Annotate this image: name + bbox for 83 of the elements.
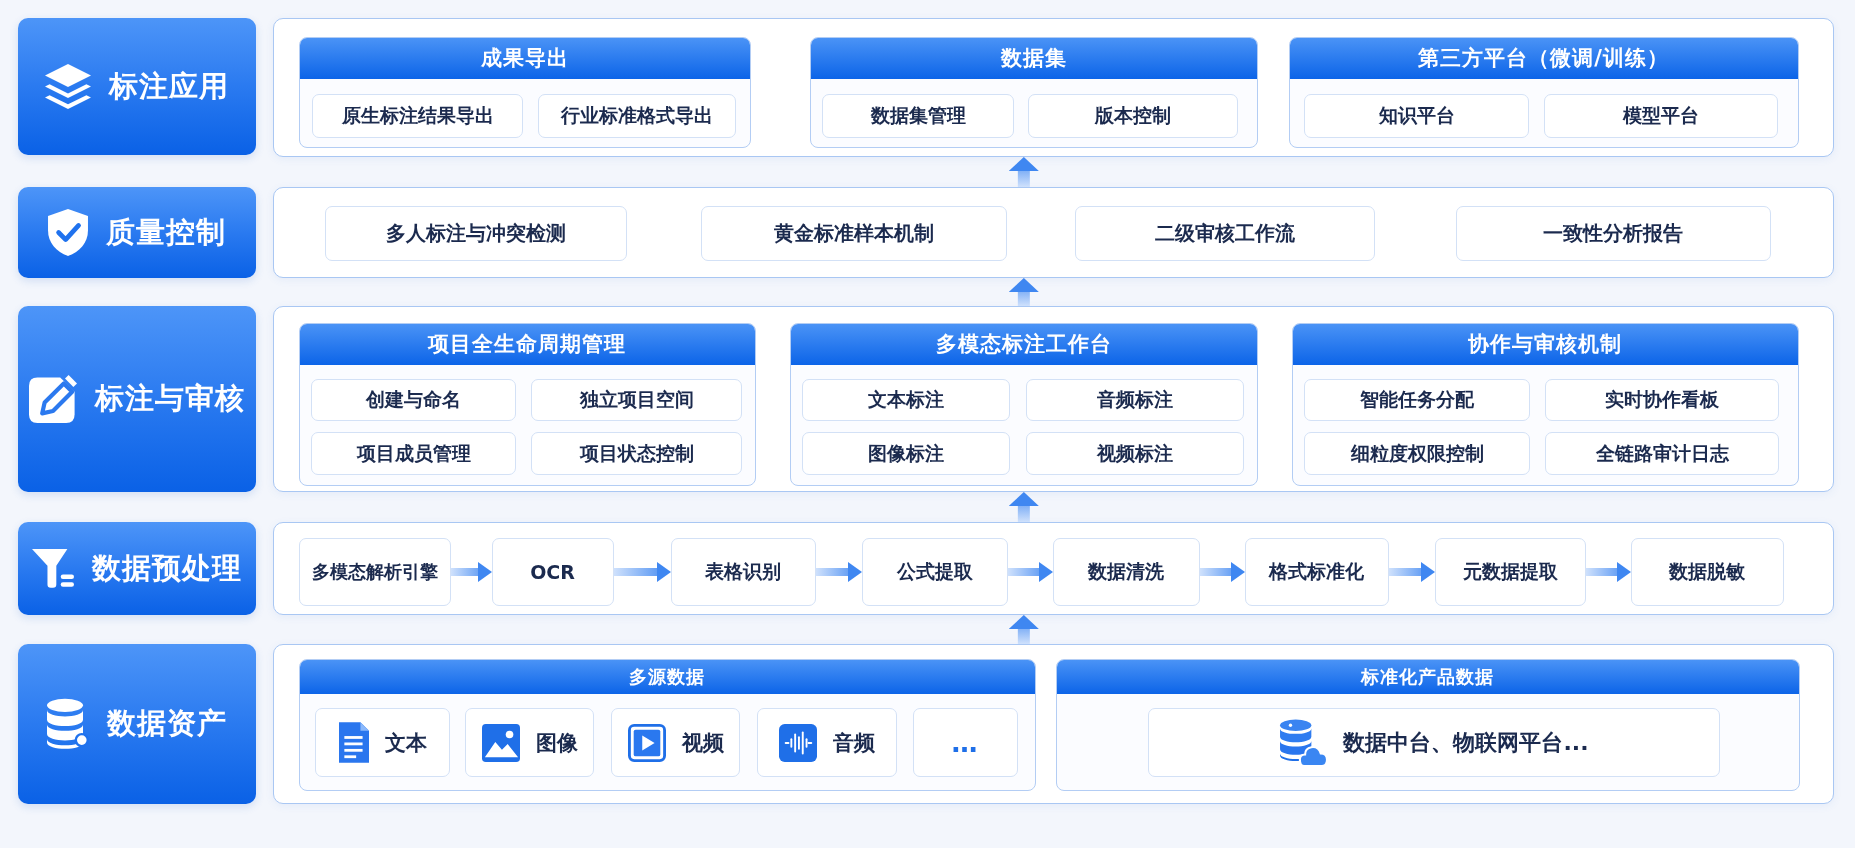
feature-card: 智能任务分配 (1304, 379, 1530, 421)
group-header: 成果导出 (299, 37, 750, 79)
group-panel (298, 36, 751, 148)
feature-card: 全链路审计日志 (1545, 432, 1779, 475)
feature-card: … (913, 708, 1018, 777)
arrow (1389, 562, 1435, 582)
process-step-card: 元数据提取 (1434, 537, 1586, 606)
layer-panel (273, 187, 1834, 278)
layer-panel (273, 306, 1834, 492)
feature-card: 文本标注 (802, 379, 1010, 421)
feature-card: 视频标注 (1026, 432, 1244, 475)
layer-panel (273, 18, 1834, 157)
data-type-card (1148, 708, 1720, 777)
process-step-card: 多模态解析引擎 (298, 537, 451, 606)
process-step-card: 公式提取 (861, 537, 1008, 606)
group-panel (809, 36, 1258, 148)
feature-card: 二级审核工作流 (1074, 205, 1375, 261)
layer-title: 质量控制 (106, 213, 226, 251)
card-label: 数据中台、物联网平台... (1343, 728, 1589, 757)
feature-card: 数据集管理 (822, 94, 1014, 138)
arrow (1008, 615, 1039, 644)
feature-card: 原生标注结果导出 (312, 94, 523, 138)
layer-card (18, 522, 256, 615)
layer-panel (273, 522, 1834, 615)
feature-card: 细粒度权限控制 (1304, 432, 1530, 475)
group-header: 协作与审核机制 (1292, 323, 1798, 365)
card-label: 文本 (384, 729, 427, 757)
data-type-card (315, 708, 450, 777)
arrow (614, 562, 671, 582)
feature-card: 音频标注 (1026, 379, 1244, 421)
layer-title: 标注应用 (109, 67, 229, 105)
arrow (1586, 562, 1631, 582)
group-panel (1288, 36, 1799, 148)
feature-card: 项目状态控制 (531, 432, 742, 475)
group-header: 第三方平台（微调/训练） (1289, 37, 1798, 79)
feature-card: 版本控制 (1028, 94, 1238, 138)
group-panel (1291, 322, 1799, 486)
layer-card (18, 306, 256, 492)
feature-card: 模型平台 (1544, 94, 1778, 138)
feature-card: 一致性分析报告 (1455, 205, 1771, 261)
card-label: 视频 (681, 729, 724, 757)
data-type-card (757, 708, 897, 777)
feature-card: 实时协作看板 (1545, 379, 1779, 421)
layer-card (18, 187, 256, 278)
feature-card: 行业标准格式导出 (538, 94, 736, 138)
feature-card: 多人标注与冲突检测 (324, 205, 627, 261)
arrow (1008, 562, 1053, 582)
feature-card: 图像标注 (802, 432, 1010, 475)
arrow (1008, 157, 1039, 187)
arrow (1200, 562, 1245, 582)
layer-card (18, 18, 256, 155)
feature-card: 创建与命名 (311, 379, 516, 421)
process-step-card: 表格识别 (670, 537, 816, 606)
group-header: 项目全生命周期管理 (299, 323, 755, 365)
layer-title: 标注与审核 (95, 380, 245, 417)
card-label: 图像 (535, 729, 578, 757)
layer-title: 数据预处理 (92, 549, 242, 587)
arrow (451, 562, 492, 582)
process-step-card: 数据脱敏 (1630, 537, 1784, 606)
arrow (816, 562, 862, 582)
group-panel (789, 322, 1258, 486)
layer-panel (273, 644, 1834, 804)
feature-card: 独立项目空间 (531, 379, 742, 421)
group-header: 标准化产品数据 (1056, 659, 1799, 694)
feature-card: 黄金标准样本机制 (700, 205, 1007, 261)
feature-card: 项目成员管理 (311, 432, 516, 475)
group-header: 多模态标注工作台 (790, 323, 1257, 365)
layer-card (18, 644, 256, 804)
process-step-card: OCR (491, 537, 614, 606)
feature-card: 知识平台 (1304, 94, 1529, 138)
group-panel (298, 322, 756, 486)
group-panel (1055, 658, 1800, 791)
layer-title: 数据资产 (107, 705, 227, 742)
process-step-card: 格式标准化 (1244, 537, 1389, 606)
data-type-card (611, 708, 740, 777)
card-label: 音频 (833, 729, 875, 757)
data-type-card (465, 708, 594, 777)
arrow (1008, 278, 1039, 306)
process-step-card: 数据清洗 (1052, 537, 1200, 606)
group-header: 多源数据 (299, 659, 1035, 694)
arrow (1008, 492, 1039, 522)
group-panel (298, 658, 1036, 791)
group-header: 数据集 (810, 37, 1257, 79)
